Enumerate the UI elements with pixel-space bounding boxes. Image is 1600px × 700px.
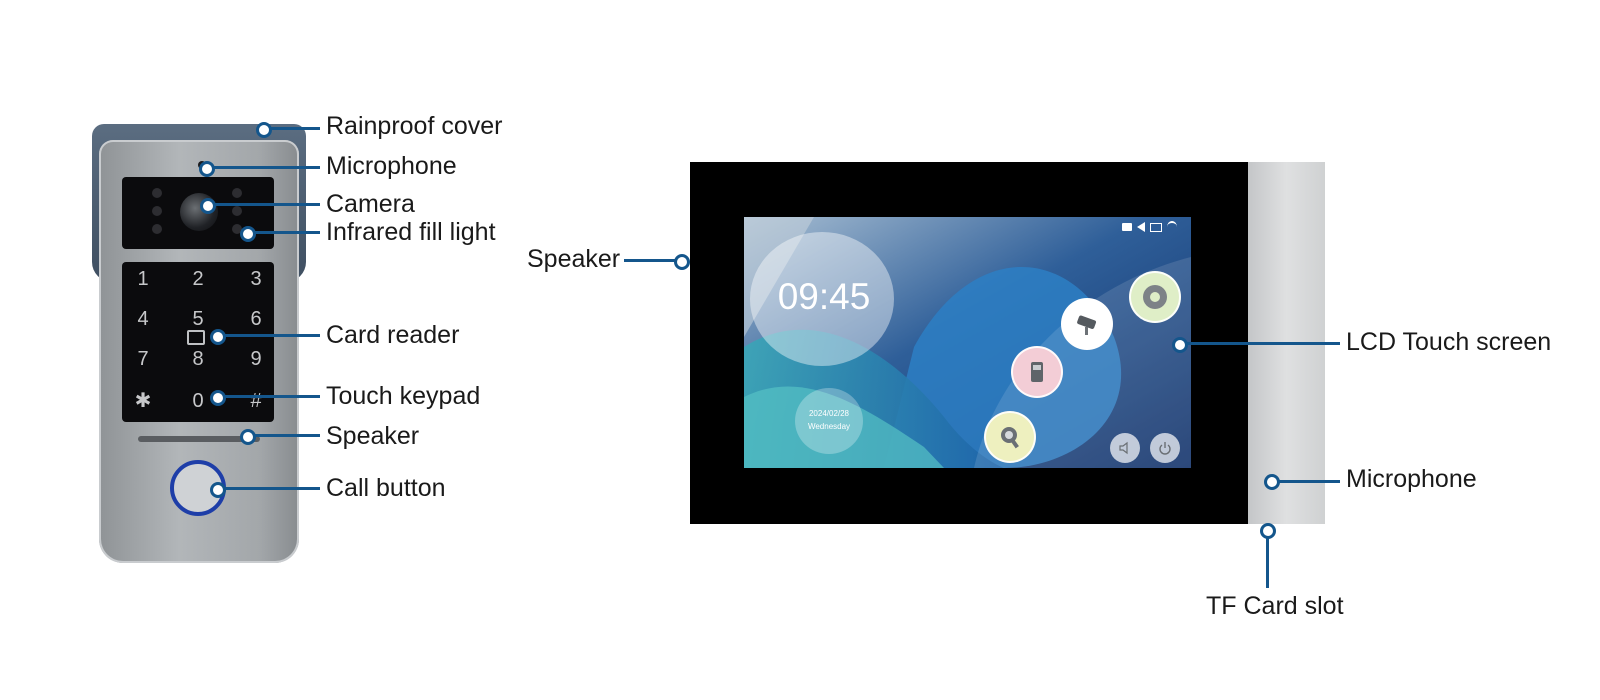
clock-time: 09:45 bbox=[777, 276, 871, 317]
callout-dot bbox=[240, 429, 256, 445]
callout-dot bbox=[210, 390, 226, 406]
callout-dot bbox=[199, 161, 215, 177]
callout-line bbox=[216, 487, 320, 490]
infrared-led bbox=[232, 224, 242, 234]
label-touch-keypad: Touch keypad bbox=[326, 382, 481, 410]
keypad-key[interactable]: 6 bbox=[250, 308, 262, 330]
callout-line bbox=[246, 434, 320, 437]
clock-widget[interactable] bbox=[750, 232, 894, 366]
callout-dot bbox=[240, 226, 256, 242]
callout-dot bbox=[210, 482, 226, 498]
keypad-key[interactable]: 8 bbox=[192, 348, 204, 370]
keypad-key[interactable]: 3 bbox=[250, 268, 262, 290]
keypad-key[interactable]: 0 bbox=[192, 390, 204, 412]
infrared-led bbox=[232, 206, 242, 216]
label-card-reader: Card reader bbox=[326, 321, 460, 349]
label-doorbell-microphone: Microphone bbox=[326, 152, 457, 180]
volume-button[interactable] bbox=[1110, 433, 1140, 463]
callout-line bbox=[246, 231, 320, 234]
volume-icon bbox=[1137, 222, 1145, 232]
callout-line bbox=[216, 334, 320, 337]
date-widget[interactable]: 2024/02/28 Wednesday bbox=[795, 388, 863, 454]
callout-line bbox=[206, 203, 320, 206]
touch-keypad: 1 2 3 4 5 6 7 8 9 ✱ 0 # bbox=[122, 262, 274, 422]
keypad-key[interactable]: 1 bbox=[137, 268, 149, 290]
callout-dot bbox=[200, 198, 216, 214]
card-reader-icon bbox=[187, 330, 205, 345]
infrared-led bbox=[152, 206, 162, 216]
doorbell-speaker-grille bbox=[138, 436, 260, 442]
visitor-icon[interactable] bbox=[984, 411, 1036, 463]
wifi-icon bbox=[1167, 221, 1177, 233]
callout-line bbox=[216, 395, 320, 398]
keypad-key[interactable]: ✱ bbox=[134, 390, 152, 412]
callout-line bbox=[1266, 536, 1269, 588]
card-icon bbox=[1122, 223, 1132, 231]
keypad-key[interactable]: 2 bbox=[192, 268, 204, 290]
callout-line bbox=[1272, 480, 1340, 483]
intercom-icon[interactable] bbox=[1011, 346, 1063, 398]
power-button[interactable] bbox=[1150, 433, 1180, 463]
infrared-led bbox=[152, 224, 162, 234]
infrared-led bbox=[152, 188, 162, 198]
callout-line bbox=[1178, 342, 1340, 345]
callout-dot bbox=[256, 122, 272, 138]
date-text: 2024/02/28 bbox=[808, 409, 850, 418]
label-monitor-microphone: Microphone bbox=[1346, 465, 1477, 493]
label-tf-card-slot: TF Card slot bbox=[1206, 592, 1344, 620]
settings-icon[interactable] bbox=[1129, 271, 1181, 323]
callout-dot bbox=[674, 254, 690, 270]
callout-line bbox=[262, 127, 320, 130]
callout-dot bbox=[1264, 474, 1280, 490]
keypad-key[interactable]: 4 bbox=[137, 308, 149, 330]
keypad-key[interactable]: 9 bbox=[250, 348, 262, 370]
weekday-text: Wednesday bbox=[807, 422, 851, 431]
security-camera-icon[interactable] bbox=[1061, 298, 1113, 350]
keypad-key[interactable]: # bbox=[250, 390, 262, 412]
label-doorbell-speaker: Speaker bbox=[326, 422, 420, 450]
label-camera: Camera bbox=[326, 190, 415, 218]
callout-dot bbox=[210, 329, 226, 345]
status-bar bbox=[1122, 221, 1188, 233]
callout-dot bbox=[1172, 337, 1188, 353]
infrared-led bbox=[232, 188, 242, 198]
callout-line bbox=[624, 259, 680, 262]
label-call-button: Call button bbox=[326, 474, 446, 502]
label-lcd-touch-screen: LCD Touch screen bbox=[1346, 328, 1552, 356]
label-rainproof-cover: Rainproof cover bbox=[326, 112, 503, 140]
callout-line bbox=[205, 166, 320, 169]
monitor-icon bbox=[1150, 222, 1162, 232]
label-monitor-speaker: Speaker bbox=[527, 245, 621, 273]
label-infrared-fill-light: Infrared fill light bbox=[326, 218, 496, 246]
keypad-key[interactable]: 7 bbox=[137, 348, 149, 370]
keypad-key[interactable]: 5 bbox=[192, 308, 204, 330]
